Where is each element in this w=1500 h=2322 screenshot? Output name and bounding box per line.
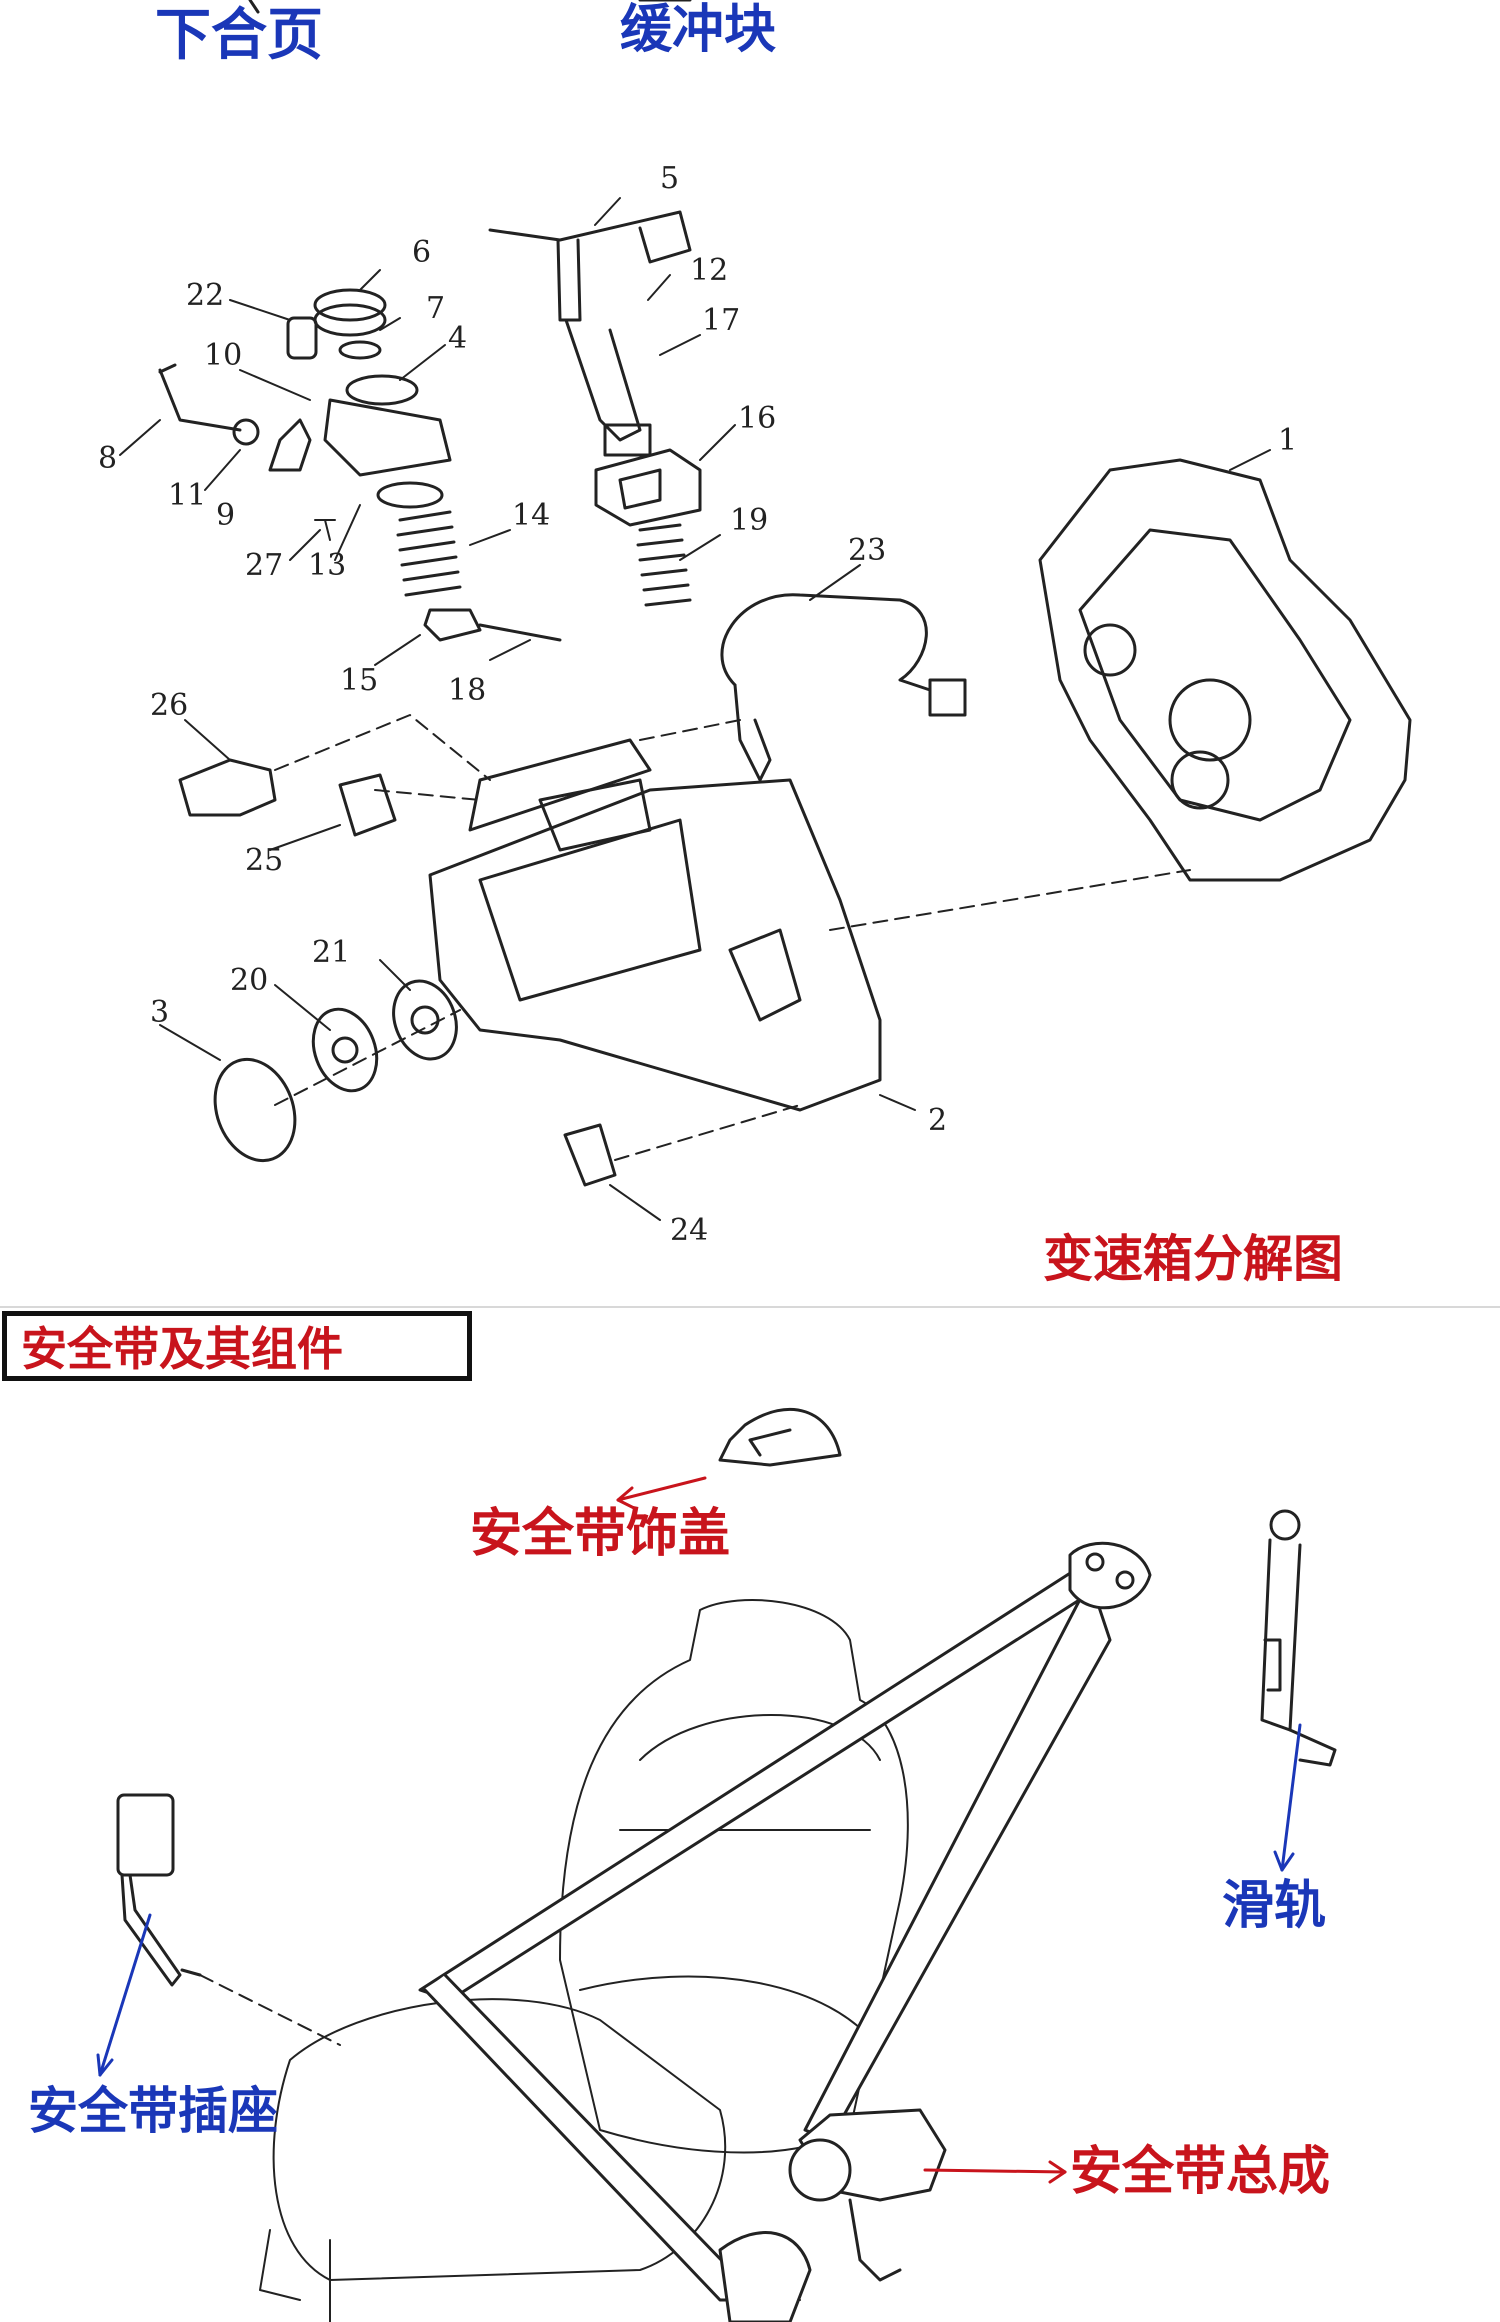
seatbelt-strap [418,1568,1112,2302]
shift-lever-part [488,210,692,457]
retractor-assembly [788,2108,947,2282]
disc-21 [392,979,458,1061]
lower-hinge-label: 下合页 [155,3,323,68]
part-number: 10 [204,338,242,373]
buffer-block-label: 缓冲块 [620,0,777,60]
part-number: 13 [308,548,346,583]
belt-lower-end [718,2231,812,2322]
part-number: 3 [150,995,169,1030]
part-number: 14 [512,498,550,533]
part-number: 18 [448,673,486,708]
part-number: 19 [730,503,768,538]
part-number: 27 [245,548,283,583]
part-number: 23 [848,533,886,568]
seatbelt-cover [718,1407,842,1467]
part-number: 4 [448,321,467,356]
sensor-23 [720,593,967,782]
seatbelt-buckle [116,1793,341,2046]
plug-24 [563,1123,617,1187]
slide-rail [1260,1509,1337,1767]
part-number: 1 [1278,423,1297,458]
part-number: 6 [412,235,431,270]
seatbelt-cover-label: 安全带饰盖 [470,1504,731,1564]
part-number-labels: 5 6 12 22 7 17 10 4 16 1 8 11 9 23 19 27… [98,161,1297,1248]
part-number: 7 [426,291,445,326]
upper-anchor [1068,1541,1152,1610]
seatbelt-buckle-label: 安全带插座 [28,2082,278,2140]
part-number: 16 [738,401,776,436]
part-number: 8 [98,441,117,476]
part-number: 11 [168,478,206,513]
part-number: 9 [216,498,235,533]
seatbelt-section-header: 安全带及其组件 [2,1311,472,1381]
part-number: 22 [186,278,224,313]
seatbelt-section-title: 安全带及其组件 [21,1322,343,1376]
top-arrow-stub [248,0,692,14]
part-number: 20 [230,963,268,998]
seat [259,1599,909,2322]
part-number: 26 [150,688,188,723]
gearbox-housing-2 [428,738,882,1112]
part-number: 12 [690,253,728,288]
plug-25 [338,773,397,837]
disc-20 [311,1007,379,1093]
seatbelt-assembly-label: 安全带总成 [1070,2142,1331,2202]
part-number: 21 [312,935,350,970]
plug-26 [178,758,277,817]
clutch-housing-1 [1038,458,1412,882]
upper-left-stack [158,288,452,477]
spring-19 [636,523,692,607]
part-number: 2 [928,1103,947,1138]
slide-rail-label: 滑轨 [1222,1876,1327,1936]
part-number: 24 [670,1213,708,1248]
part-number: 5 [660,161,679,196]
disc-3 [213,1057,297,1163]
part-number: 25 [245,843,283,878]
gearbox-diagram-title: 变速箱分解图 [1043,1230,1343,1288]
spring-14 [376,481,562,642]
part-16 [594,448,702,527]
part-number: 17 [702,303,740,338]
part-number: 15 [340,663,378,698]
section-divider [0,1306,1500,1308]
